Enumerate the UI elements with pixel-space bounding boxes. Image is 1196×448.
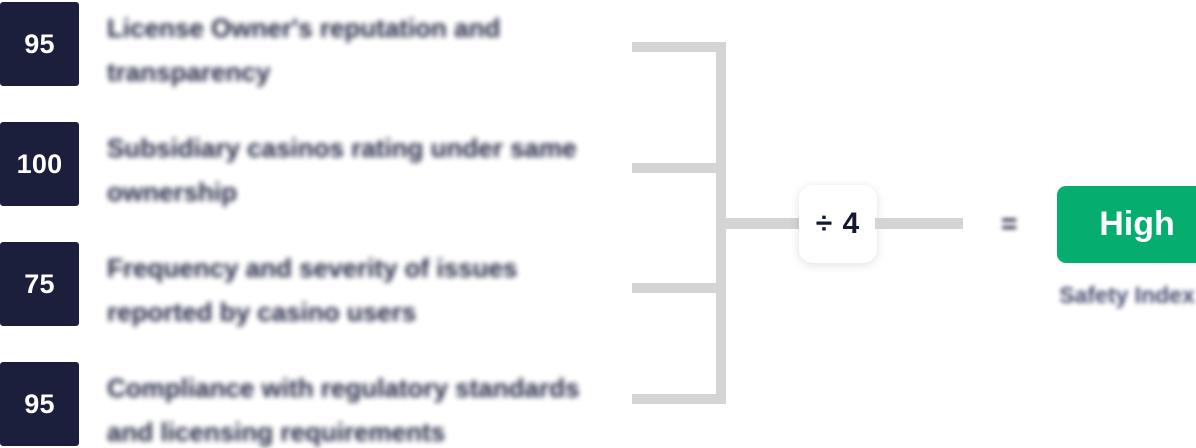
bracket-arm-1 <box>632 42 720 52</box>
bracket-arm-2 <box>632 163 720 173</box>
criteria-row: 100 Subsidiary casinos rating under same… <box>0 122 620 207</box>
criteria-label: Frequency and severity of issues reporte… <box>107 253 518 327</box>
criteria-row: 95 License Owner's reputation and transp… <box>0 2 620 87</box>
criteria-list: 95 License Owner's reputation and transp… <box>0 2 620 447</box>
criteria-row: 75 Frequency and severity of issues repo… <box>0 242 620 327</box>
safety-index-badge: High <box>1057 186 1196 263</box>
criteria-score-badge: 95 <box>0 362 79 446</box>
criteria-score-badge: 100 <box>0 122 79 206</box>
divide-operator-node: ÷ 4 <box>799 185 877 263</box>
criteria-score-badge: 95 <box>0 2 79 86</box>
criteria-label: Subsidiary casinos rating under same own… <box>107 133 577 207</box>
criteria-label: Compliance with regulatory standards and… <box>107 373 580 447</box>
bracket-arm-3 <box>632 283 720 293</box>
bracket-arm-4 <box>632 394 720 404</box>
criteria-label: License Owner's reputation and transpare… <box>107 13 501 87</box>
grouping-bracket <box>630 0 726 448</box>
connector-bracket-to-operator <box>718 218 802 229</box>
safety-index-caption: Safety Index <box>1059 282 1195 308</box>
equals-sign: = <box>1001 208 1018 239</box>
criteria-score-badge: 75 <box>0 242 79 326</box>
connector-operator-to-result <box>875 218 963 229</box>
result-group: High Safety Index <box>1057 186 1196 311</box>
criteria-row: 95 Compliance with regulatory standards … <box>0 362 620 447</box>
